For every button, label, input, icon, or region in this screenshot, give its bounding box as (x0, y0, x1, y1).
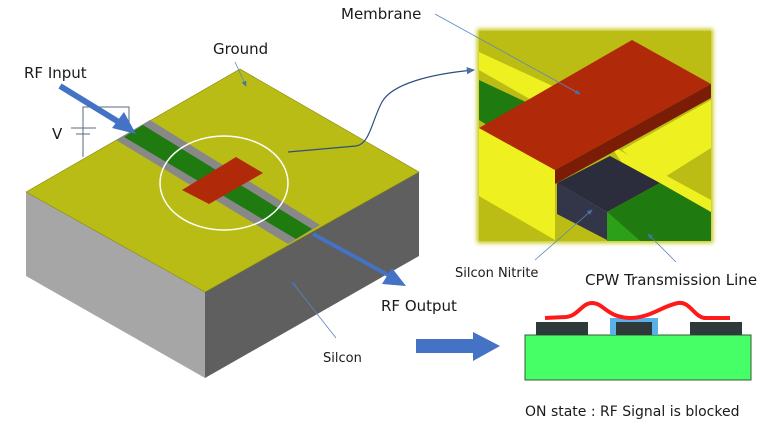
state-caption: ON state : RF Signal is blocked (525, 404, 740, 420)
ground-label: Ground (213, 40, 268, 58)
membrane-small (182, 157, 263, 204)
voltage-source (71, 106, 130, 157)
cross-section (524, 300, 752, 381)
rf-input-arrow (58, 83, 136, 134)
membrane-leader (434, 13, 581, 95)
cross-substrate (524, 334, 752, 381)
voltage-label: V (52, 125, 63, 143)
focus-circle (159, 135, 289, 231)
rf-input-label: RF Input (24, 64, 87, 82)
rf-output-arrow (312, 232, 406, 286)
silicon-leader (291, 281, 337, 339)
membrane-label: Membrane (341, 5, 421, 23)
cross-signal (616, 322, 652, 335)
zoom-connector (287, 67, 476, 153)
rf-output-label: RF Output (381, 297, 457, 315)
zoomed-inset (477, 29, 713, 243)
cross-membrane (544, 300, 730, 321)
transition-arrow (416, 332, 500, 361)
substrate-left-face (26, 192, 205, 378)
cpw-line-leader (647, 233, 677, 263)
ground-leader (234, 61, 247, 87)
cross-ground-right (690, 322, 742, 335)
cpw-line-label: CPW Transmission Line (585, 271, 757, 289)
substrate-right-face (205, 172, 419, 378)
silicon-label: Silcon (323, 351, 362, 366)
device-block (25, 68, 420, 378)
silicon-nitrite-label: Silcon Nitrite (455, 266, 538, 281)
silicon-nitrite-leader (534, 209, 593, 261)
cross-ground-left (536, 322, 588, 335)
